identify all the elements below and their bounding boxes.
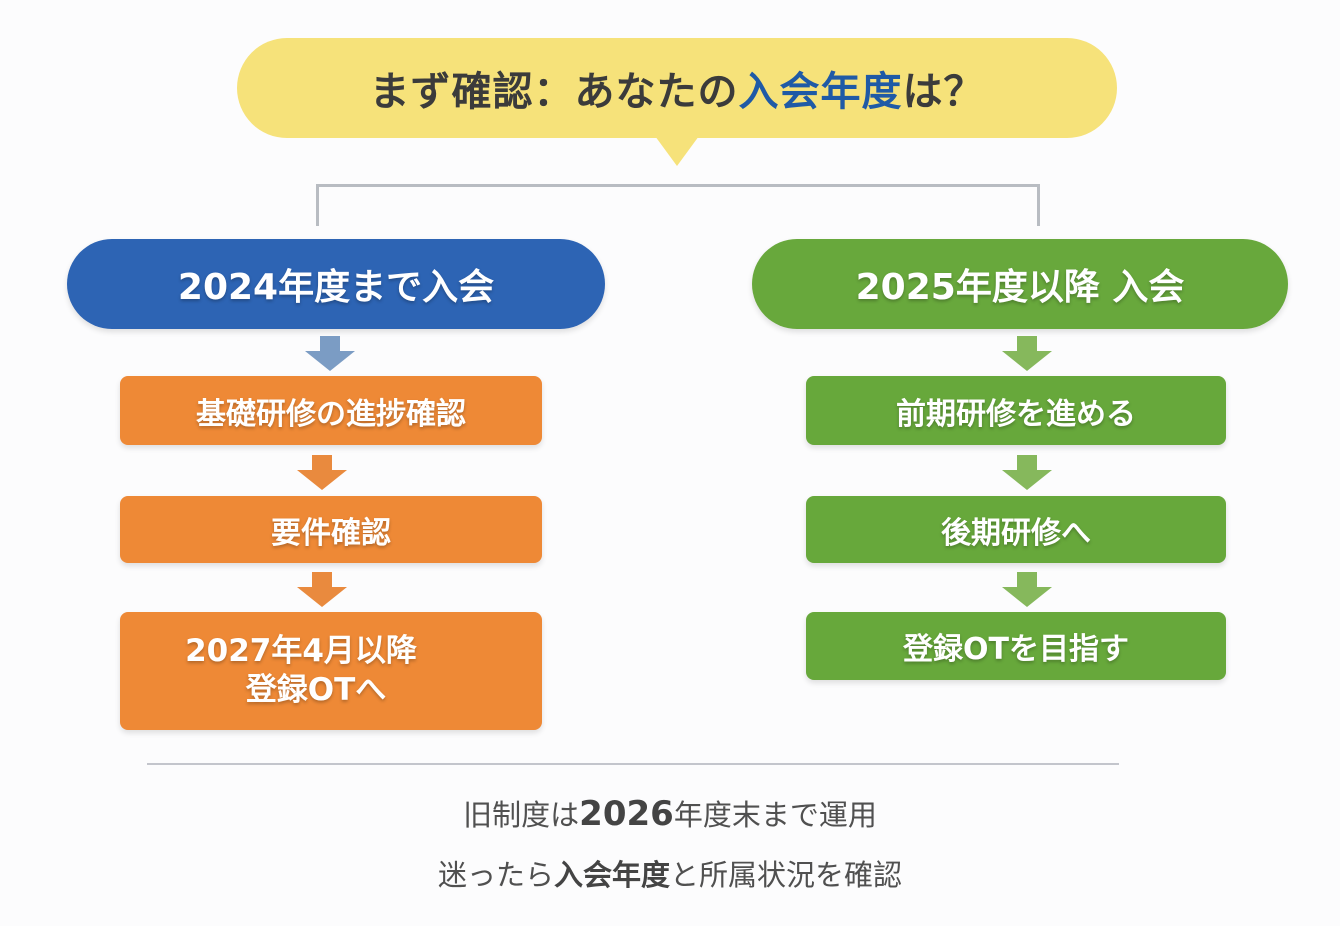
- down-arrow-icon: [1002, 336, 1052, 372]
- footer-note-advice: 迷ったら入会年度と所属状況を確認: [0, 852, 1340, 894]
- branch-connector-left: [316, 184, 319, 226]
- step-requirement-check: 要件確認: [120, 496, 542, 563]
- step-line-1: 2027年4月以降: [185, 633, 417, 670]
- branch-2024-header: 2024年度まで入会: [67, 239, 605, 329]
- note-text: と所属状況を確認: [670, 858, 903, 892]
- note-emphasis: 入会年度: [553, 858, 670, 892]
- down-arrow-icon: [297, 572, 347, 608]
- note-text: 年度末まで運用: [673, 798, 877, 832]
- bubble-tail: [655, 136, 699, 166]
- note-text: 旧制度は: [463, 798, 580, 832]
- step-aim-registered-ot: 登録OTを目指す: [806, 612, 1226, 680]
- branch-2025-header: 2025年度以降 入会: [752, 239, 1288, 329]
- footer-note-old-system: 旧制度は2026年度末まで運用: [0, 792, 1340, 834]
- branch-connector: [316, 184, 1040, 187]
- step-second-term-training: 後期研修へ: [806, 496, 1226, 563]
- divider: [147, 763, 1119, 765]
- step-registered-ot-2027: 2027年4月以降 登録OTへ: [120, 612, 542, 730]
- down-arrow-icon: [1002, 455, 1052, 491]
- down-arrow-icon: [297, 455, 347, 491]
- down-arrow-icon: [305, 336, 355, 372]
- question-suffix: は？: [902, 69, 985, 115]
- step-line-2: 登録OTへ: [245, 672, 387, 708]
- question-prefix: まず確認：あなたの: [369, 69, 739, 115]
- step-basic-training-progress: 基礎研修の進捗確認: [120, 376, 542, 445]
- step-first-term-training: 前期研修を進める: [806, 376, 1226, 445]
- question-highlight: 入会年度: [738, 69, 903, 115]
- note-text: 迷ったら: [437, 858, 554, 892]
- branch-connector-right: [1037, 184, 1040, 226]
- note-year: 2026: [579, 794, 674, 834]
- down-arrow-icon: [1002, 572, 1052, 608]
- question-bubble: まず確認：あなたの入会年度は？: [237, 38, 1117, 138]
